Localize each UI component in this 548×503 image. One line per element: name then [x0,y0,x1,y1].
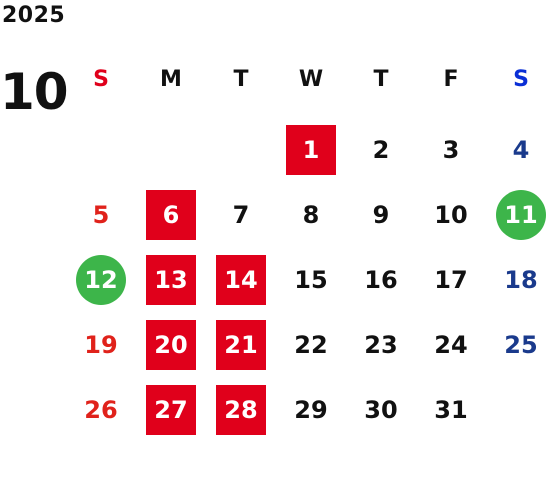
calendar-day-29[interactable]: 29 [294,396,328,424]
weekday-header-thu: T [373,67,389,92]
weekday-header-fri: F [443,67,459,92]
calendar-day-14[interactable]: 14 [216,255,266,305]
weekday-header-tue: T [233,67,249,92]
calendar-day-8[interactable]: 8 [302,201,320,229]
calendar-day-28[interactable]: 28 [216,385,266,435]
calendar-day-9[interactable]: 9 [372,201,390,229]
calendar-month: 10 [0,63,69,121]
calendar-day-6[interactable]: 6 [146,190,196,240]
weekday-header-mon: M [160,67,182,92]
calendar-day-23[interactable]: 23 [364,331,398,359]
weekday-header-sun: S [93,67,109,92]
calendar-day-27[interactable]: 27 [146,385,196,435]
calendar-day-20[interactable]: 20 [146,320,196,370]
calendar-day-1[interactable]: 1 [286,125,336,175]
calendar-day-11[interactable]: 11 [496,190,546,240]
weekday-header-wed: W [298,67,324,92]
calendar-day-12[interactable]: 12 [76,255,126,305]
calendar-day-10[interactable]: 10 [434,201,468,229]
calendar-day-18[interactable]: 18 [504,266,538,294]
calendar-day-21[interactable]: 21 [216,320,266,370]
calendar-day-16[interactable]: 16 [364,266,398,294]
calendar-day-4[interactable]: 4 [512,136,530,164]
calendar-day-17[interactable]: 17 [434,266,468,294]
calendar-day-15[interactable]: 15 [294,266,328,294]
calendar-day-22[interactable]: 22 [294,331,328,359]
calendar-day-24[interactable]: 24 [434,331,468,359]
calendar-day-25[interactable]: 25 [504,331,538,359]
calendar-day-13[interactable]: 13 [146,255,196,305]
calendar-day-3[interactable]: 3 [442,136,460,164]
weekday-header-sat: S [513,67,529,92]
calendar-year: 2025 [2,3,66,28]
calendar-day-5[interactable]: 5 [92,201,110,229]
calendar-day-30[interactable]: 30 [364,396,398,424]
calendar-day-2[interactable]: 2 [372,136,390,164]
calendar-day-26[interactable]: 26 [84,396,118,424]
calendar-day-31[interactable]: 31 [434,396,468,424]
calendar-day-19[interactable]: 19 [84,331,118,359]
calendar-day-7[interactable]: 7 [232,201,250,229]
